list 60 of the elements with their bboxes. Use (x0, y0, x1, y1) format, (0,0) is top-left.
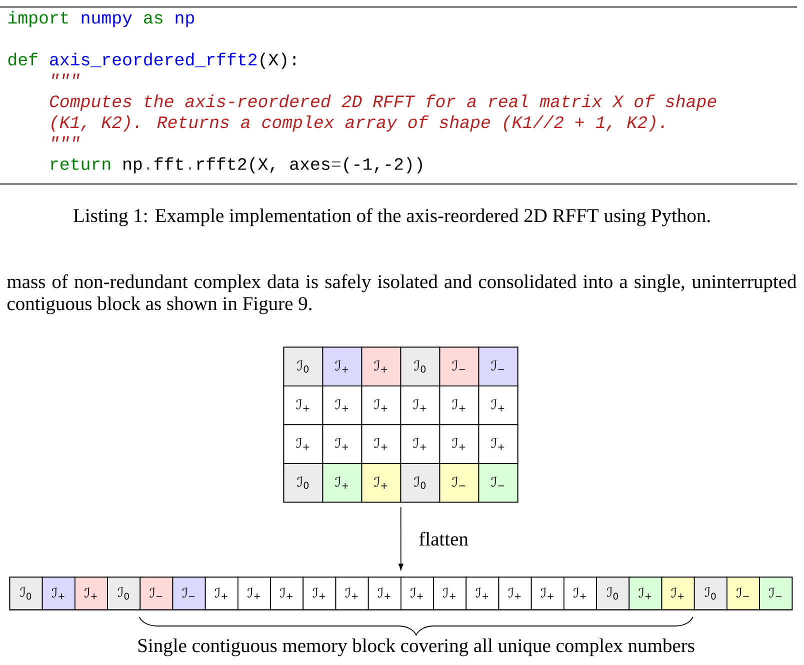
edge-label: flatten (418, 532, 468, 546)
grid-cell: ℐ$_{+}$ (322, 385, 362, 426)
grid-cell: ℐ$_{+}$ (361, 385, 402, 426)
memory-cell: ℐ$_{+}$ (42, 576, 76, 610)
grid-cell: ℐ$_{+}$ (400, 424, 440, 464)
grid-cell: ℐ$_{+}$ (478, 385, 518, 426)
grid-cell: ℐ$_{+}$ (439, 385, 480, 426)
memory-cell: ℐ$_{+}$ (74, 576, 108, 610)
grid-cell: ℐ$_{0}$ (283, 346, 324, 386)
memory-cell: ℐ$_{−}$ (172, 576, 206, 610)
grid-cell: ℐ$_{+}$ (361, 424, 402, 464)
memory-cell: ℐ$_{0}$ (9, 576, 43, 610)
memory-cell: ℐ$_{+}$ (302, 576, 336, 610)
memory-cell: ℐ$_{0}$ (694, 576, 728, 610)
memory-cell: ℐ$_{+}$ (628, 576, 662, 610)
grid-cell: ℐ$_{+}$ (322, 462, 362, 503)
memory-cell: ℐ$_{+}$ (433, 576, 467, 610)
grid-cell: ℐ$_{+}$ (361, 462, 402, 503)
grid-cell: ℐ$_{+}$ (400, 385, 440, 426)
memory-cell: ℐ$_{+}$ (564, 576, 597, 610)
memory-cell: ℐ$_{+}$ (466, 576, 500, 610)
memory-cell: ℐ$_{+}$ (498, 576, 532, 610)
memory-cell: ℐ$_{0}$ (596, 576, 630, 610)
grid-cell: ℐ$_{+}$ (439, 424, 480, 464)
caption: Listing 1: Example implementation of the axis-reordered 2D RFFT using Python. (74, 208, 710, 226)
code-line: return np.fft.rfft2(X, axes=(-1,-2)) (51, 157, 422, 174)
memory-cell: ℐ$_{+}$ (238, 576, 271, 610)
arrow (398, 506, 404, 570)
code-line: import numpy as np (8, 10, 194, 28)
memory-cell: ℐ$_{+}$ (400, 576, 434, 610)
grid-cell: ℐ$_{0}$ (400, 462, 440, 503)
grid-cell: ℐ$_{+}$ (283, 424, 324, 464)
grid-cell: ℐ$_{−}$ (478, 346, 518, 386)
memory-cell: ℐ$_{+}$ (204, 576, 238, 610)
grid-cell: ℐ$_{+}$ (322, 346, 362, 386)
code-line: """ (52, 136, 80, 142)
memory-cell: ℐ$_{+}$ (368, 576, 402, 610)
grid-cell: ℐ$_{−}$ (439, 462, 480, 503)
memory-cell: ℐ$_{−}$ (759, 576, 793, 610)
code-line: (K1, K2). Returns a complex array of shape (K1//2 + 1, K2). (52, 115, 664, 132)
memory-cell: ℐ$_{+}$ (335, 576, 369, 610)
memory-cell: ℐ$_{+}$ (530, 576, 564, 610)
grid-cell: ℐ$_{0}$ (283, 462, 324, 503)
memory-cell: ℐ$_{+}$ (270, 576, 304, 610)
memory-cell: ℐ$_{−}$ (726, 576, 760, 610)
grid-cell: ℐ$_{+}$ (322, 424, 362, 464)
code-line: Computes the axis-reordered 2D RFFT for a real matrix X of shape (50, 94, 716, 111)
grid-cell: ℐ$_{−}$ (478, 462, 518, 503)
grid-cell: ℐ$_{+}$ (478, 424, 518, 464)
grid-cell: ℐ$_{+}$ (361, 346, 402, 386)
grid-cell: ℐ$_{−}$ (439, 346, 480, 386)
grid-cell: ℐ$_{+}$ (283, 385, 324, 426)
code-line: def axis_reordered_rfft2(X): (8, 52, 296, 69)
brace-label: Single contiguous memory block covering all unique complex numbers (138, 638, 694, 656)
code-line: """ (52, 74, 80, 80)
memory-cell: ℐ$_{0}$ (107, 576, 141, 610)
memory-cell: ℐ$_{−}$ (140, 576, 174, 610)
grid-cell: ℐ$_{0}$ (400, 346, 440, 386)
paragraph: mass of non-redundant complex data is safely isolated and consolidated into a single, uninterrupted contiguous block as shown in Figure 9. (7, 274, 797, 314)
memory-cell: ℐ$_{+}$ (661, 576, 695, 610)
